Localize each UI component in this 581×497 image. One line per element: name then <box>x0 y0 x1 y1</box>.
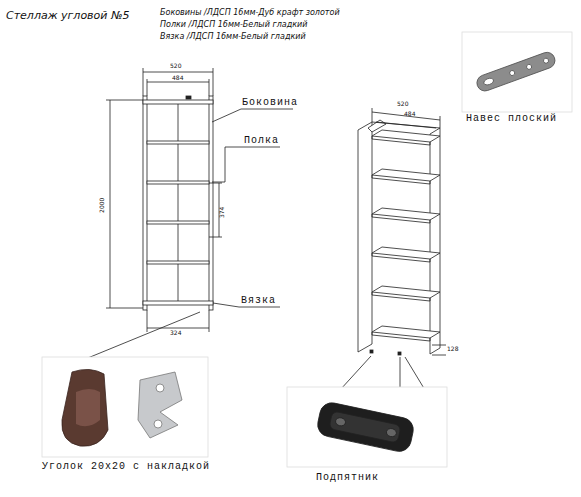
material-note: Боковины /ЛДСП 16мм-Дуб крафт золотой <box>160 9 340 18</box>
dimension: 520 <box>397 101 408 108</box>
photo-caption: Подпятник <box>316 472 379 483</box>
shelf-edge <box>372 136 430 145</box>
shelf-edge <box>372 253 430 262</box>
foot-pad-photo <box>287 387 447 467</box>
shelf-edge <box>372 175 430 184</box>
dimension: 374 <box>220 206 227 217</box>
hanger-photo <box>462 32 572 112</box>
dimension: 484 <box>404 111 415 118</box>
dimension: 128 <box>447 346 458 353</box>
corner-photo <box>42 357 208 457</box>
shelf-edge <box>372 332 430 341</box>
dimension: 324 <box>170 330 181 337</box>
title: Стеллаж угловой №5 <box>6 10 129 22</box>
dimension: 2000 <box>100 197 107 212</box>
dimension: 484 <box>172 75 183 82</box>
shelf-edge <box>372 292 430 301</box>
material-note: Вязка /ЛДСП 16мм-Белый гладкий <box>160 33 306 42</box>
photo-caption: Уголок 20х20 с накладкой <box>42 461 210 472</box>
part-label: Вязка <box>241 295 276 306</box>
dimension: 520 <box>170 63 181 70</box>
part-label: Боковина <box>242 97 298 108</box>
photo-caption: Навес плоский <box>466 113 557 124</box>
material-note: Полки /ЛДСП 16мм-Белый гладкий <box>160 21 307 30</box>
iso-view <box>340 108 446 390</box>
part-label: Полка <box>244 135 279 146</box>
shelf-edge <box>372 214 430 223</box>
front-view <box>78 68 293 362</box>
